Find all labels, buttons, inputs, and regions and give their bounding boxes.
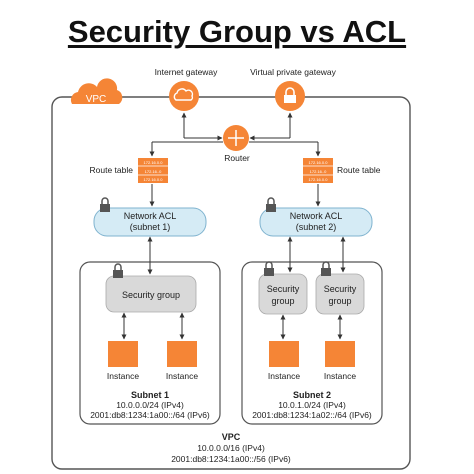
- network-acl-subnet2: Network ACL (subnet 2): [259, 207, 373, 237]
- virtual-private-gateway-label: Virtual private gateway: [250, 67, 337, 77]
- security-group-subnet1: Security group: [105, 275, 197, 313]
- instance-label: Instance: [166, 371, 198, 381]
- subnet2-boundary: [241, 261, 383, 425]
- security-group-label: group: [271, 296, 294, 306]
- subnet2-name: Subnet 2: [293, 390, 331, 400]
- subnet1-ipv4: 10.0.0.0/24 (IPv4): [116, 400, 184, 410]
- security-group-label: Security group: [122, 290, 180, 300]
- instance-icon: [325, 341, 355, 367]
- security-group-label: group: [328, 296, 351, 306]
- internet-gateway-icon: [169, 81, 199, 111]
- subnet1-ipv6: 2001:db8:1234:1a00::/64 (IPv6): [90, 410, 210, 420]
- vpc-ipv4: 10.0.0.0/16 (IPv4): [197, 443, 265, 453]
- route-table-right-icon: 172.16.0.0 172.16..0 172.16.0.0: [303, 158, 333, 183]
- route-entry: 172.16.0.0: [309, 177, 329, 182]
- lock-icon: [321, 261, 331, 276]
- route-entry: 172.16..0: [145, 169, 162, 174]
- network-acl-subnet1: Network ACL (subnet 1): [93, 207, 207, 237]
- lock-icon: [113, 263, 123, 278]
- security-group-subnet2-b: Security group: [315, 273, 365, 315]
- nacl-right-line1: Network ACL: [290, 211, 343, 221]
- vpc-ipv6: 2001:db8:1234:1a00::/56 (IPv6): [171, 454, 291, 464]
- route-table-right-label: Route table: [337, 165, 381, 175]
- virtual-private-gateway-icon: [275, 81, 305, 111]
- route-entry: 172.16.0.0: [144, 177, 164, 182]
- route-table-left-icon: 172.16.0.0 172.16..0 172.16.0.0: [138, 158, 168, 183]
- router-icon: [223, 125, 249, 151]
- nacl-right-line2: (subnet 2): [296, 222, 337, 232]
- page-title: Security Group vs ACL: [67, 14, 407, 49]
- vpc-name: VPC: [222, 432, 241, 442]
- security-group-subnet2-a: Security group: [258, 273, 308, 315]
- subnet2-ipv6: 2001:db8:1234:1a02::/64 (IPv6): [252, 410, 372, 420]
- route-entry: 172.16..0: [310, 169, 327, 174]
- route-entry: 172.16.0.0: [309, 160, 329, 165]
- instance-icon: [269, 341, 299, 367]
- vpc-badge-label: VPC: [86, 94, 107, 105]
- security-group-label: Security: [267, 284, 300, 294]
- internet-gateway-label: Internet gateway: [155, 67, 219, 77]
- security-group-label: Security: [324, 284, 357, 294]
- subnet2-ipv4: 10.0.1.0/24 (IPv4): [278, 400, 346, 410]
- instance-label: Instance: [324, 371, 356, 381]
- vpc-badge: VPC: [70, 78, 123, 105]
- instance-icon: [167, 341, 197, 367]
- nacl-left-line1: Network ACL: [124, 211, 177, 221]
- lock-icon: [264, 261, 274, 276]
- lock-icon: [266, 197, 276, 212]
- subnet1-name: Subnet 1: [131, 390, 169, 400]
- instance-label: Instance: [107, 371, 139, 381]
- nacl-left-line2: (subnet 1): [130, 222, 171, 232]
- instance-icon: [108, 341, 138, 367]
- route-entry: 172.16.0.0: [144, 160, 164, 165]
- vpc-boundary: [51, 96, 411, 470]
- lock-icon: [100, 197, 110, 212]
- router-label: Router: [224, 153, 250, 163]
- instance-label: Instance: [268, 371, 300, 381]
- route-table-left-label: Route table: [90, 165, 134, 175]
